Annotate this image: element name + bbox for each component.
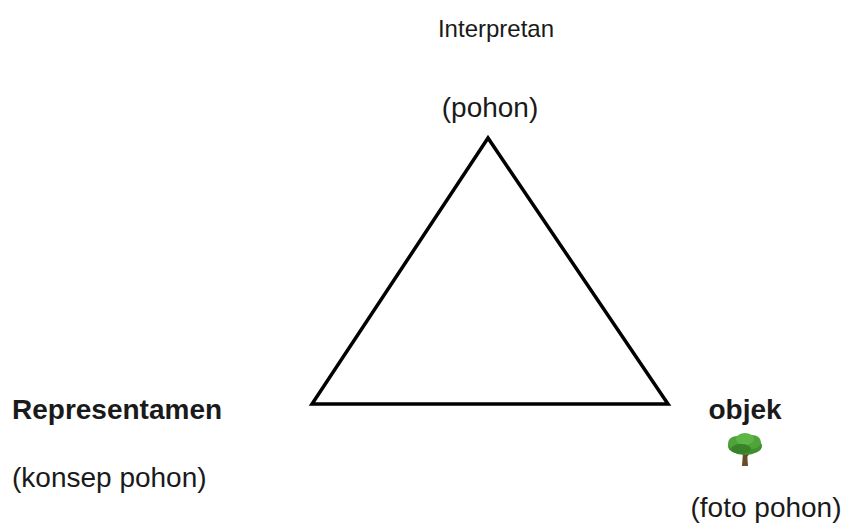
vertex-label: objek — [708, 394, 781, 426]
vertex-note: (foto pohon) — [691, 492, 842, 524]
vertex-label: Representamen — [12, 394, 222, 426]
tree-icon — [728, 433, 762, 466]
triangle-outline — [312, 138, 668, 404]
vertex-note: (pohon) — [442, 92, 539, 124]
vertex-note: (konsep pohon) — [12, 462, 207, 494]
vertex-label: Interpretan — [438, 15, 554, 43]
